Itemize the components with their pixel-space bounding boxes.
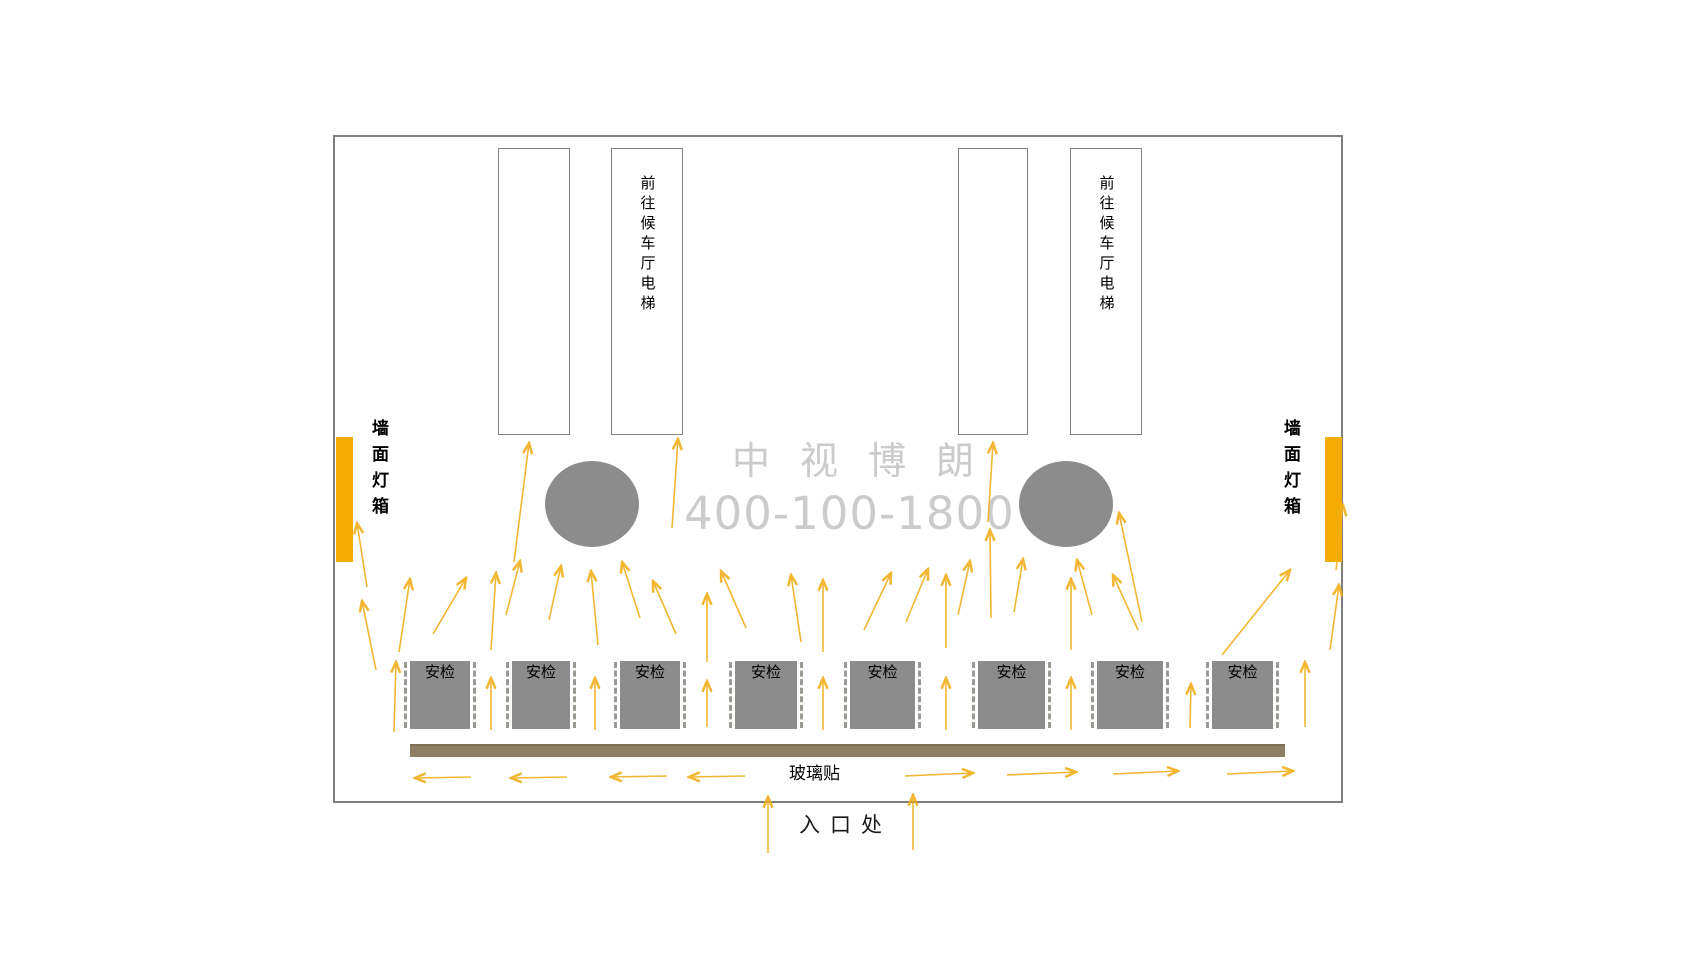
security-box: 安检 [1091,661,1169,729]
security-box: 安检 [729,661,803,729]
security-box-label: 安检 [1114,663,1145,681]
security-box: 安检 [844,661,921,729]
wall-lightbox-label-left: 墙面灯箱 [368,419,388,523]
security-box-label: 安检 [525,663,556,681]
room-outline [333,135,1343,803]
security-box: 安检 [404,661,476,729]
security-box: 安检 [1206,661,1279,729]
elevator-column-1 [498,148,570,435]
glass-sticker-bar [410,744,1285,757]
glass-sticker-label: 玻璃贴 [789,764,840,784]
elevator-column-4: 前往候车厅电梯 [1070,148,1142,435]
security-box-label: 安检 [424,663,455,681]
security-box-label: 安检 [750,663,781,681]
wall-lightbox-left [336,437,353,562]
watermark-name: 中视博朗 [731,439,1004,483]
elevator-column-3 [958,148,1028,435]
security-box-label: 安检 [1227,663,1258,681]
security-box: 安检 [972,661,1051,729]
elevator-column-label: 前往候车厅电梯 [638,175,657,315]
watermark-phone: 400-100-1800 [684,487,1015,540]
security-box-label: 安检 [867,663,898,681]
security-box-label: 安检 [996,663,1027,681]
security-box: 安检 [614,661,686,729]
crowd-ellipse-right [1019,461,1113,547]
wall-lightbox-label-right: 墙面灯箱 [1280,419,1300,523]
security-box: 安检 [506,661,576,729]
elevator-column-2: 前往候车厅电梯 [611,148,683,435]
crowd-ellipse-left [545,461,639,547]
security-box-label: 安检 [634,663,665,681]
entrance-label: 入口处 [799,813,892,837]
elevator-column-label: 前往候车厅电梯 [1097,175,1116,315]
